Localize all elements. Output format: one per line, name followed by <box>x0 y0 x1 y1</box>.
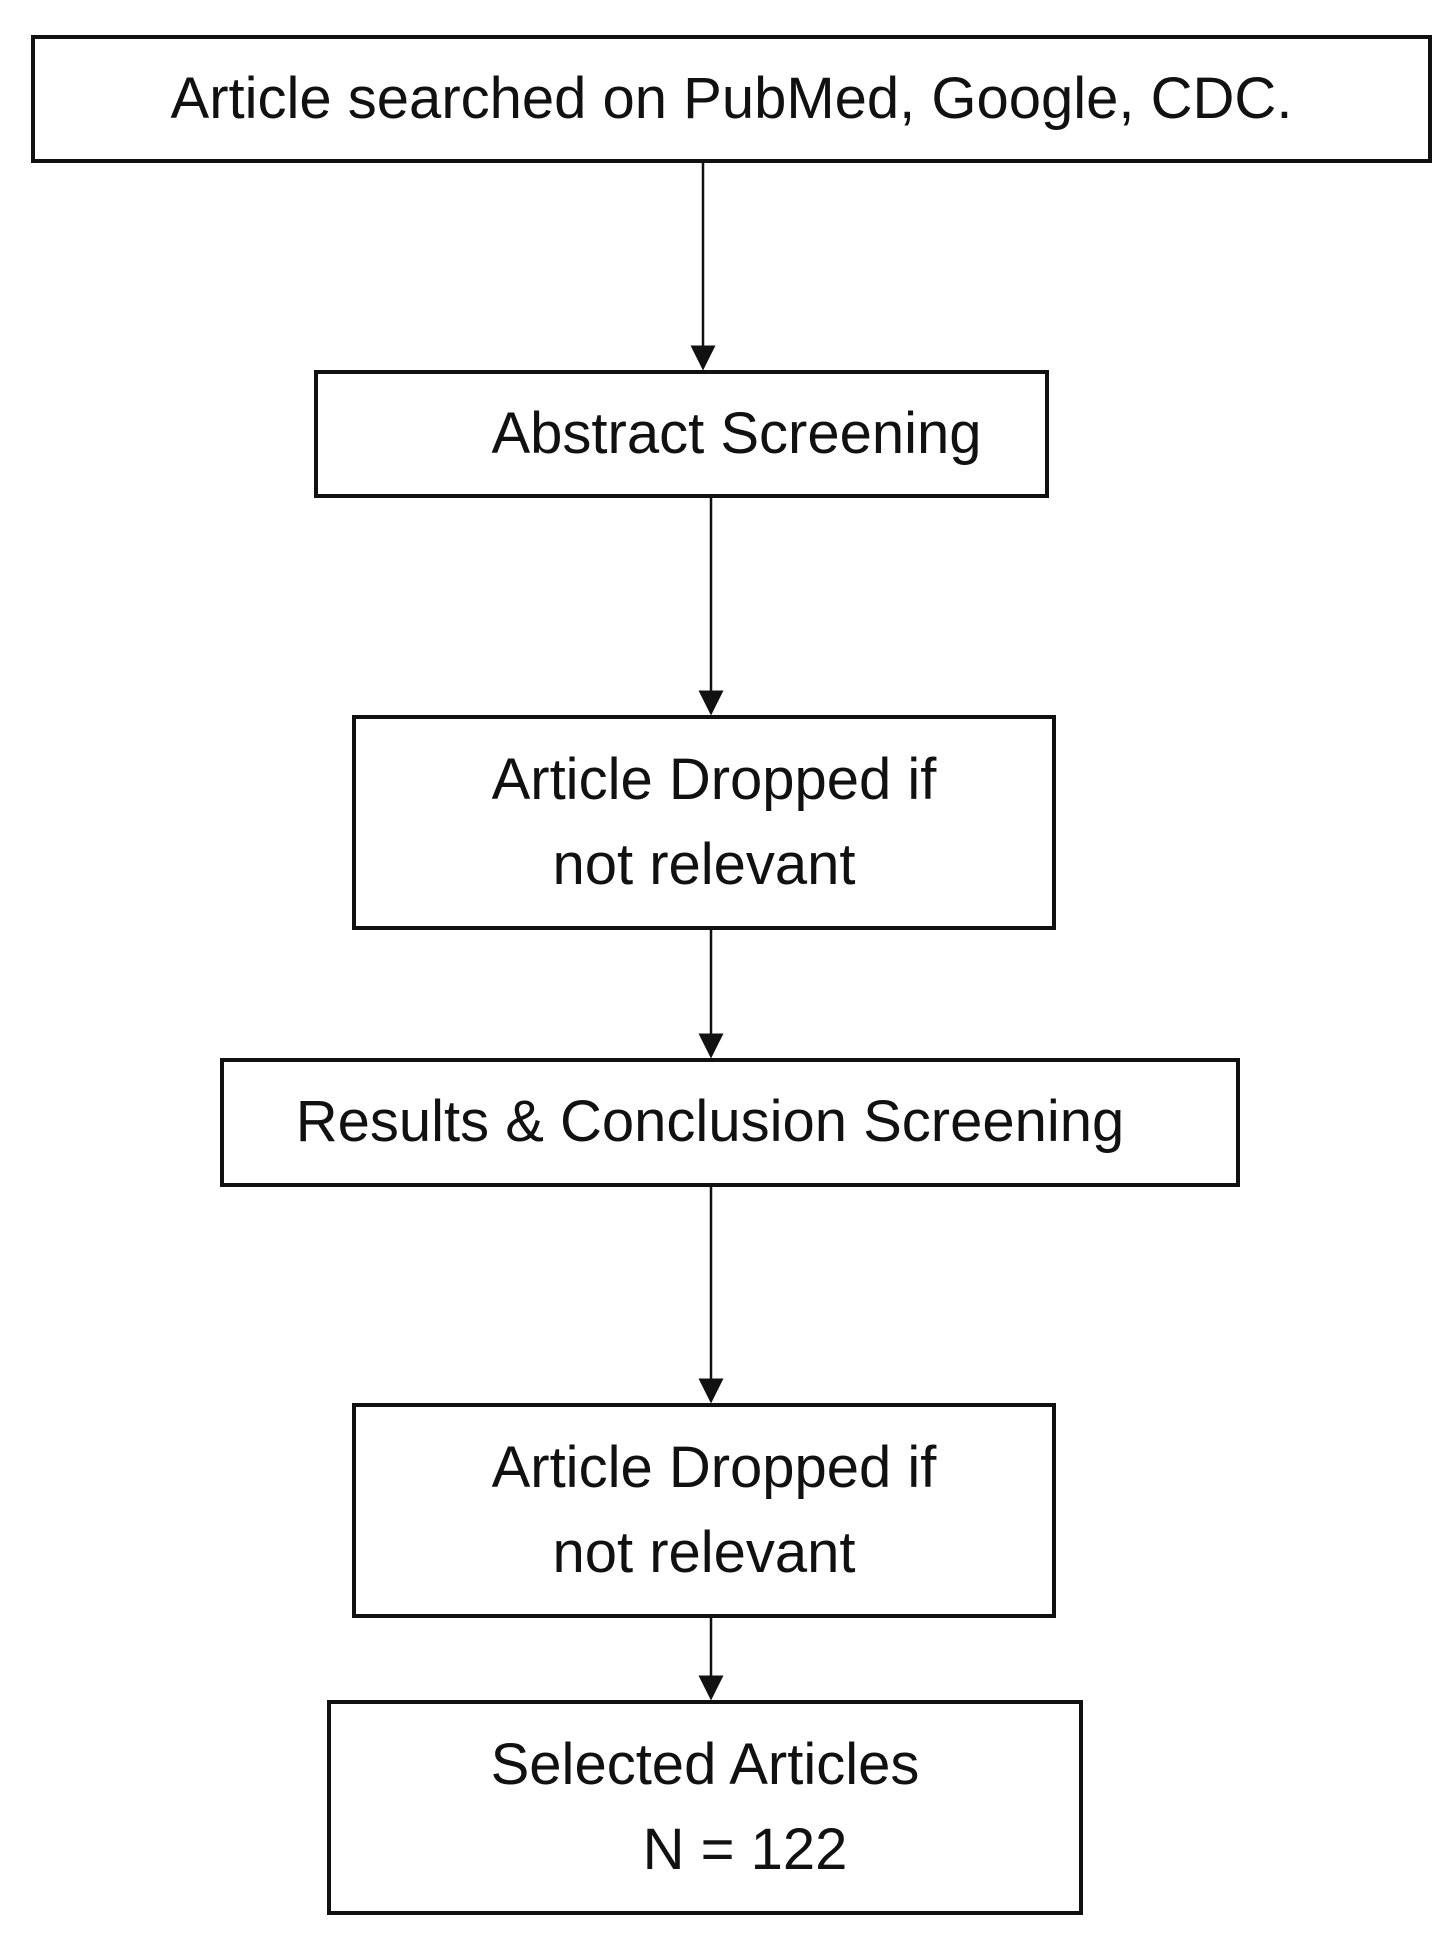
node-results-conclusion-screening: Results & Conclusion Screening <box>220 1058 1240 1187</box>
node-selected-articles: Selected Articles N = 122 <box>327 1700 1083 1915</box>
node-results-conclusion-screening-label: Results & Conclusion Screening <box>295 1089 1125 1155</box>
node-abstract-screening-label: Abstract Screening <box>491 400 982 466</box>
node-article-dropped-1-line1: Article Dropped if <box>491 747 937 813</box>
node-article-dropped-1-line2: not relevant <box>552 831 856 897</box>
node-article-dropped-2-line2: not relevant <box>552 1519 856 1585</box>
node-selected-articles-line2: N = 122 <box>642 1816 848 1882</box>
node-article-dropped-2-line1: Article Dropped if <box>491 1435 937 1501</box>
node-article-search-label: Article searched on PubMed, Google, CDC. <box>170 65 1293 131</box>
node-selected-articles-line1: Selected Articles <box>490 1732 920 1798</box>
node-article-search: Article searched on PubMed, Google, CDC. <box>31 35 1432 163</box>
node-article-dropped-2: Article Dropped if not relevant <box>352 1403 1056 1618</box>
node-article-dropped-1: Article Dropped if not relevant <box>352 715 1056 930</box>
node-abstract-screening: Abstract Screening <box>314 370 1049 498</box>
